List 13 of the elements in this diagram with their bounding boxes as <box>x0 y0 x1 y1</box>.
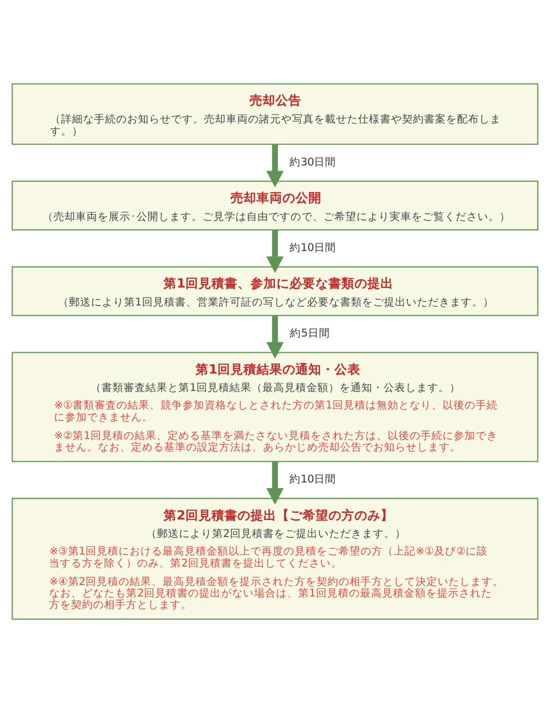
arrow <box>266 230 284 272</box>
node-box: 第1回見積書、参加に必要な書類の提出 （郵送により第1回見積書、営業許可証の写しなど必要な書類をご提出いただきます。） <box>12 266 538 316</box>
edge-label: 約30日間 <box>290 154 336 168</box>
edge-label: 約10日間 <box>290 472 336 486</box>
arrow <box>266 144 284 187</box>
arrow <box>266 461 284 504</box>
edge-label: 約5日間 <box>290 326 330 340</box>
node-box: 売却車両の公開 （売却車両を展示･公開します。ご見学は自由ですので、ご希望により実車をご覧ください。） <box>12 180 538 230</box>
edge-label: 約10日間 <box>290 240 336 254</box>
node-box: 第1回見積結果の通知・公表 （書類審査結果と第1回見積結果（最高見積金額）を通知・公表します。） ※①書類審査の結果、競争参加資格なしとされた方の第1回見積は無効となり、以後の手続に参加できません。 ※②第1回見積の結果、定める基準を満たさない見積をされた方は、以後の手続に参加できません。なお、定める基準の設定方法は、あらかじめ売却公告でお知らせします。 <box>12 351 538 462</box>
arrow <box>266 315 284 358</box>
node-box: 売却公告 （詳細な手続のお知らせです。売却車両の諸元や写真を載せた仕様書や契約書案を配布します。） <box>12 82 538 144</box>
node-box: 第2回見積書の提出【ご希望の方のみ】 （郵送により第2回見積書をご提出いただきます。） ※③第1回見積における最高見積金額以上で再度の見積をご希望の方（上記※①及び②に該当する方を除く）のみ、第2回見積書を提出してください。 ※④第2回見積の結果、最高見積金額を提示された方を契約の相手方として決定いたします。なお、どなたも第2回見積書の提出がない場合は、第1回見積の最高見積金額を提示された方を契約の相手方とします。 <box>12 497 538 620</box>
